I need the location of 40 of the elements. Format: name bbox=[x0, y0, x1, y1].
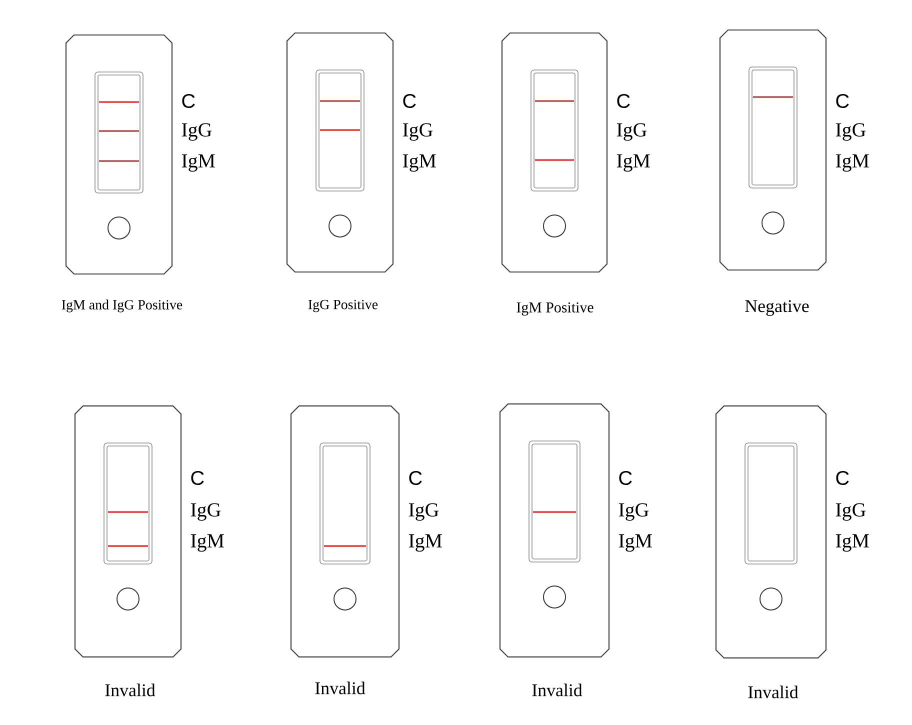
line-label: C bbox=[403, 94, 416, 108]
test-cassette-drawing bbox=[719, 29, 827, 271]
test-cassette-drawing bbox=[74, 405, 182, 658]
result-caption: Negative bbox=[745, 300, 809, 316]
test-cassette-drawing bbox=[501, 32, 608, 273]
line-label: IgM bbox=[616, 154, 650, 172]
line-label: IgM bbox=[190, 534, 224, 552]
result-caption: Invalid bbox=[315, 682, 366, 694]
line-label: IgG bbox=[616, 123, 647, 141]
line-label: IgG bbox=[618, 503, 649, 521]
line-label: C bbox=[409, 470, 422, 486]
line-label: IgG bbox=[182, 123, 212, 141]
line-label: IgM bbox=[182, 154, 215, 172]
line-label: IgG bbox=[190, 503, 221, 521]
result-caption: Invalid bbox=[105, 684, 156, 696]
line-label: IgG bbox=[408, 503, 439, 521]
line-label: C bbox=[617, 94, 630, 108]
test-cassette-drawing bbox=[286, 32, 394, 273]
result-caption: IgM and IgG Positive bbox=[62, 300, 182, 312]
test-cassette-drawing bbox=[65, 34, 173, 275]
line-label: IgM bbox=[836, 154, 869, 172]
line-label: IgG bbox=[836, 503, 866, 521]
line-label: IgM bbox=[408, 534, 442, 552]
line-label: C bbox=[619, 470, 632, 486]
line-label: C bbox=[836, 470, 849, 486]
line-label: C bbox=[182, 94, 195, 108]
test-cassette-drawing bbox=[715, 405, 827, 659]
test-cassette-drawing bbox=[499, 403, 610, 658]
line-label: IgM bbox=[402, 154, 436, 172]
line-label: C bbox=[836, 94, 849, 108]
result-caption: IgG Positive bbox=[308, 300, 378, 312]
line-label: IgM bbox=[618, 534, 652, 552]
test-cassette-drawing bbox=[290, 405, 400, 658]
line-label: IgG bbox=[836, 123, 866, 141]
line-label: C bbox=[191, 470, 204, 486]
result-caption: Invalid bbox=[532, 684, 582, 696]
result-caption: Invalid bbox=[748, 686, 798, 698]
result-caption: IgM Positive bbox=[516, 302, 594, 316]
line-label: IgM bbox=[836, 534, 869, 552]
line-label: IgG bbox=[402, 123, 433, 141]
